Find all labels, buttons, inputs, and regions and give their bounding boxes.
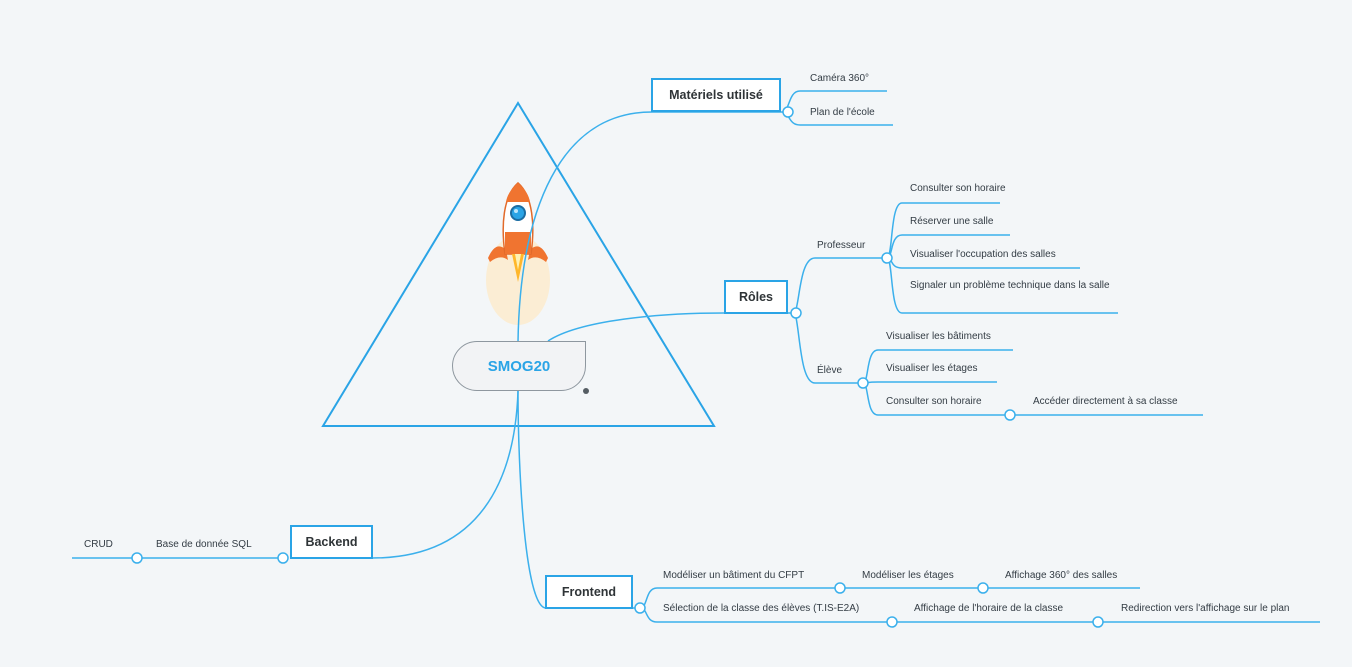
node-handle [977, 582, 989, 594]
branch-frontend[interactable]: Frontend [545, 575, 633, 609]
eleve-item[interactable]: Visualiser les étages [886, 363, 978, 374]
backend-item[interactable]: Base de donnée SQL [156, 539, 252, 550]
frontend-item[interactable]: Affichage 360° des salles [1005, 570, 1118, 581]
node-handle [790, 307, 802, 319]
node-handle [857, 377, 869, 389]
backend-subitem[interactable]: CRUD [84, 539, 113, 550]
node-handle [131, 552, 143, 564]
eleve-item[interactable]: Visualiser les bâtiments [886, 331, 991, 342]
materiel-item[interactable]: Caméra 360° [810, 73, 870, 84]
eleve-item[interactable]: Consulter son horaire [886, 396, 982, 407]
professeur-item[interactable]: Consulter son horaire [910, 183, 1006, 194]
frontend-item[interactable]: Affichage de l'horaire de la classe [914, 603, 1064, 614]
professeur-item[interactable]: Réserver une salle [910, 216, 994, 227]
branch-materiels[interactable]: Matériels utilisé [651, 78, 781, 112]
professeur-item[interactable]: Signaler un problème technique dans la s… [910, 280, 1110, 291]
frontend-item[interactable]: Modéliser un bâtiment du CFPT [663, 570, 805, 581]
branch-backend-label: Backend [305, 535, 358, 549]
professeur-item[interactable]: Visualiser l'occupation des salles [910, 249, 1056, 260]
frontend-item[interactable]: Sélection de la classe des élèves (T.IS-… [663, 603, 860, 614]
role-eleve[interactable]: Élève [817, 365, 843, 376]
node-handle [1092, 616, 1104, 628]
node-handle [881, 252, 893, 264]
root-node[interactable]: SMOG20 [452, 341, 586, 391]
branch-materiels-label: Matériels utilisé [669, 88, 763, 102]
frontend-item[interactable]: Modéliser les étages [862, 570, 954, 581]
materiel-item[interactable]: Plan de l'école [810, 107, 875, 118]
node-handle [277, 552, 289, 564]
root-title: SMOG20 [487, 357, 551, 375]
branch-backend[interactable]: Backend [290, 525, 373, 559]
root-resize-handle[interactable] [583, 388, 589, 394]
node-handle [782, 106, 794, 118]
eleve-subitem[interactable]: Accéder directement à sa classe [1033, 396, 1178, 407]
node-handle [886, 616, 898, 628]
branch-roles-label: Rôles [738, 290, 774, 304]
rocket-icon [486, 182, 550, 325]
branch-roles[interactable]: Rôles [724, 280, 788, 314]
node-handle [834, 582, 846, 594]
node-handle [634, 602, 646, 614]
branch-frontend-label: Frontend [561, 585, 617, 599]
node-handle [1004, 409, 1016, 421]
frontend-item[interactable]: Redirection vers l'affichage sur le plan [1121, 603, 1290, 614]
role-professeur[interactable]: Professeur [817, 240, 866, 251]
